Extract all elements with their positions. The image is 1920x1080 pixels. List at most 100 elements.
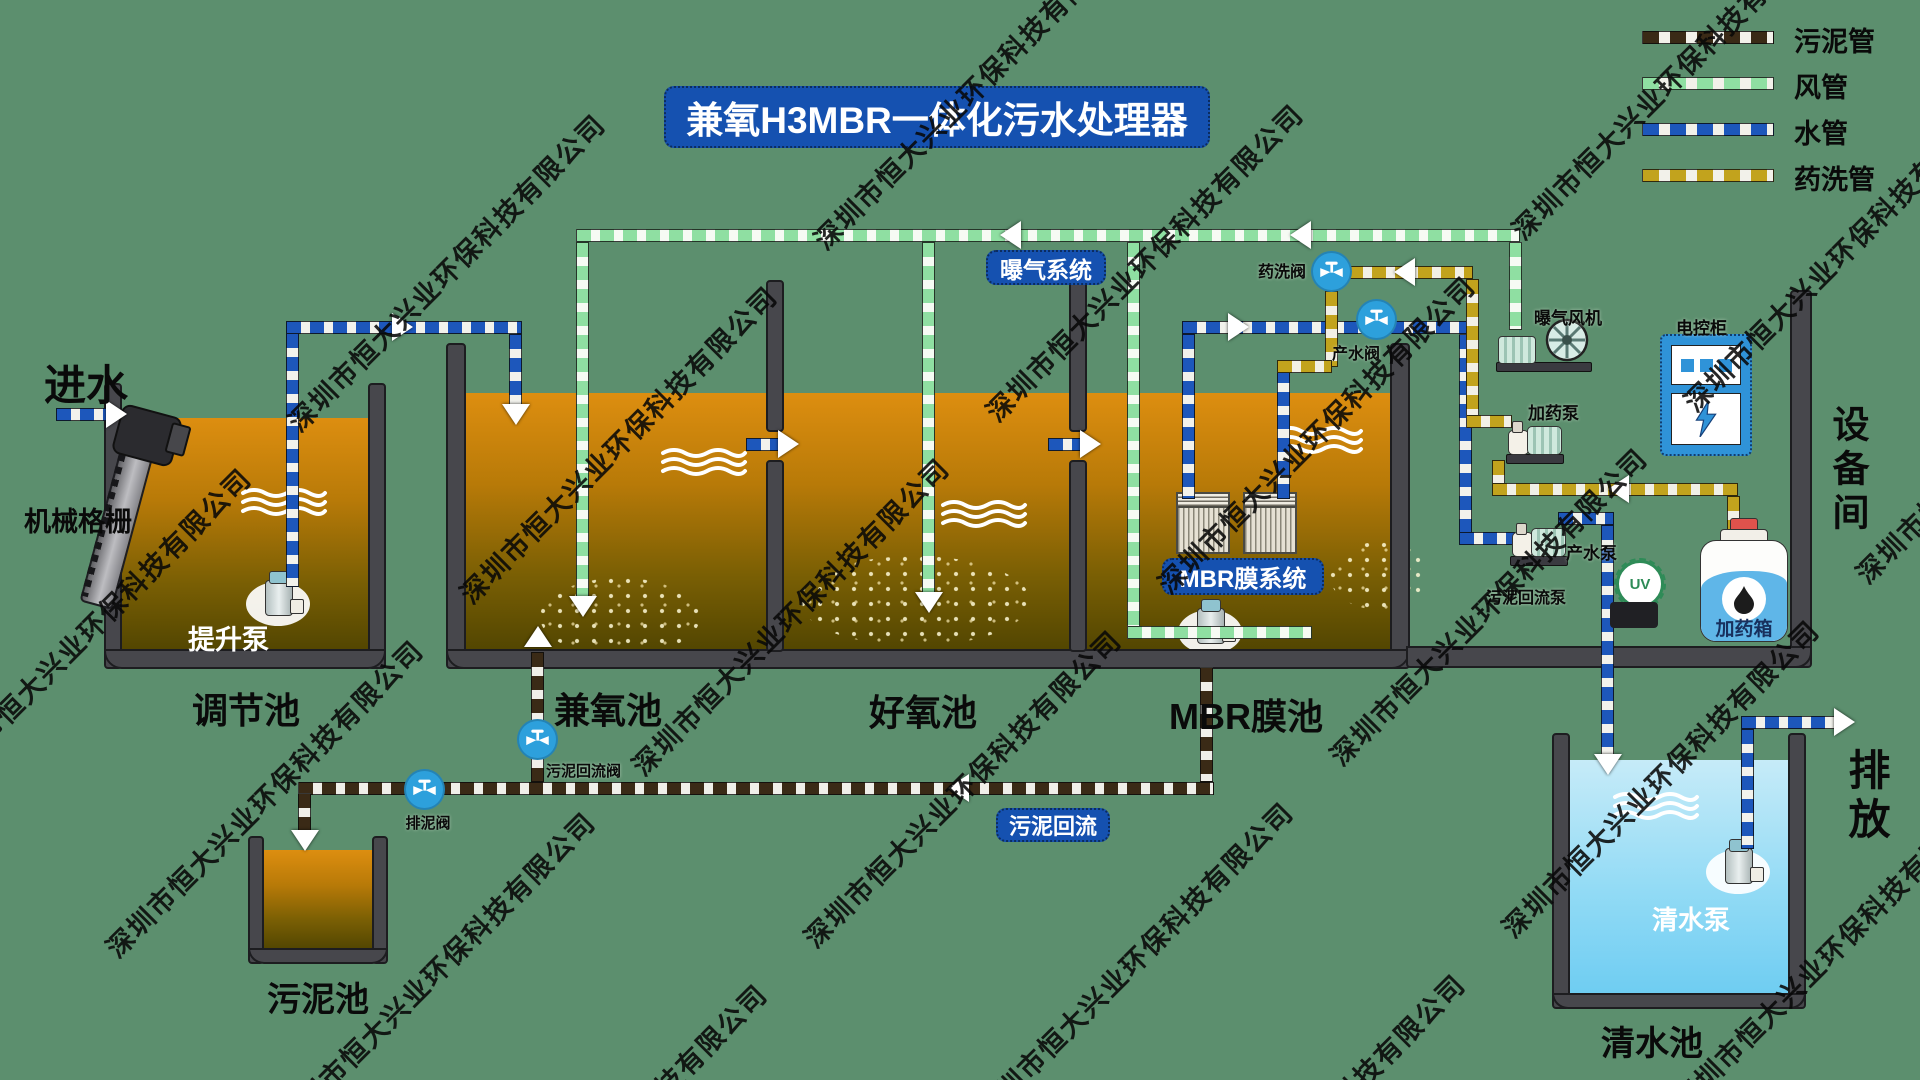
- waves-icon: [240, 488, 328, 527]
- waves-icon: [940, 500, 1028, 539]
- equipment-room-right-wall: [1790, 290, 1812, 668]
- sludge-tank-bottom: [248, 948, 388, 964]
- discharge-arrow-icon: [1834, 708, 1855, 736]
- watermark-text: 深圳市恒大兴业环保科技有限公司: [1138, 964, 1473, 1080]
- transfer-pipe-2: [1048, 438, 1084, 451]
- sludge-main-pipe: [298, 782, 1214, 795]
- uv-disinfector-icon: UV: [1614, 558, 1666, 610]
- chem-arrow-2-icon: [1608, 475, 1629, 503]
- transfer-arrow-2-icon: [1080, 430, 1101, 458]
- dosing-pump-inlet-pipe: [1466, 415, 1512, 428]
- air-mbr-bottom-pipe: [1127, 626, 1312, 639]
- chem-arrow-1-icon: [1394, 258, 1415, 286]
- air-main-pipe: [576, 229, 1520, 242]
- chem-wash-valve-icon: [1311, 251, 1352, 292]
- sludge-return-valve-icon: [517, 719, 558, 760]
- air-drop-mbr-pipe: [1127, 242, 1140, 632]
- sludge-return-valve-label: 污泥回流阀: [546, 763, 622, 780]
- regulation-tank-right-wall: [368, 383, 386, 669]
- product-arrow-icon: [1228, 313, 1249, 341]
- air-drop-aerobic-pipe: [922, 242, 935, 598]
- lift-pump-icon: [246, 568, 310, 626]
- membrane1-riser-pipe: [1182, 334, 1195, 499]
- legend-sludge-pipe-label: 污泥管: [1794, 27, 1875, 57]
- blower-riser-pipe: [1509, 242, 1522, 330]
- product-pump-label: 产水泵: [1566, 544, 1617, 563]
- dosing-pump-icon: [1506, 418, 1564, 464]
- waves-icon: [660, 448, 748, 487]
- main-tank-left-wall: [446, 343, 466, 669]
- air-drop-facultative-arrow-icon: [569, 596, 597, 617]
- mbr-membrane-module-2: [1243, 492, 1297, 554]
- membrane2-riser-pipe: [1277, 368, 1290, 499]
- clean-tank-bottom: [1552, 993, 1806, 1009]
- waves-icon: [1276, 426, 1364, 465]
- dosing-tank-icon: [1700, 518, 1788, 642]
- mbr-membrane-module-1: [1176, 492, 1230, 554]
- divider-aerobic-mbr-lower: [1069, 460, 1087, 652]
- transfer-pipe-1: [746, 438, 782, 451]
- regulation-tank-label: 调节池: [191, 690, 301, 731]
- air-arrow-2-icon: [1290, 221, 1311, 249]
- sludge-return-arrow-icon: [524, 626, 552, 647]
- sludge-tank-left-wall: [248, 836, 264, 964]
- diagram-title: 兼氧H3MBR一体化污水处理器: [664, 86, 1210, 148]
- dosing-pump-label: 加药泵: [1528, 404, 1579, 423]
- legend-air-pipe-label: 风管: [1794, 73, 1848, 103]
- clean-tank-left-wall: [1552, 733, 1570, 1009]
- equipment-room-label: 设备间: [1827, 405, 1868, 537]
- influent-arrow-icon: [106, 400, 127, 428]
- discharge-pipe: [1741, 716, 1841, 729]
- clean-pump-riser-pipe: [1741, 729, 1754, 849]
- feed-drop-pipe: [509, 334, 522, 412]
- mechanical-screen-label: 机械格栅: [24, 507, 132, 537]
- sludge-return-badge: 污泥回流: [996, 808, 1110, 842]
- dosing-tank-label: 加药箱: [1715, 619, 1773, 640]
- mbr-system-badge: MBR膜系统: [1162, 558, 1324, 595]
- product-pump-inlet-pipe: [1459, 532, 1515, 545]
- aeration-blower-icon: [1496, 318, 1592, 372]
- facultative-tank-label: 兼氧池: [553, 690, 663, 731]
- main-tank-right-wall: [1390, 343, 1410, 669]
- lift-pump-label: 提升泵: [188, 625, 269, 655]
- discharge-label: 排放: [1843, 748, 1890, 846]
- sludge-return-riser-pipe: [531, 652, 544, 782]
- chem-link-pipe: [1277, 360, 1332, 373]
- uv-unit-icon: [1610, 602, 1658, 628]
- sludge-return-submersible-pump-icon: [1178, 596, 1242, 654]
- mbr-tank-label: MBR膜池: [1169, 696, 1323, 737]
- product-pump-outlet-pipe: [1558, 512, 1614, 525]
- product-valve-label: 产水阀: [1332, 346, 1381, 363]
- product-pump-icon: [1510, 520, 1568, 566]
- legend-water-pipe-swatch: [1642, 123, 1774, 136]
- transfer-arrow-1-icon: [778, 430, 799, 458]
- legend-sludge-pipe-swatch: [1642, 31, 1774, 44]
- aeration-bubbles: [540, 578, 700, 656]
- air-arrow-1-icon: [1000, 221, 1021, 249]
- clean-feed-arrow-icon: [1594, 754, 1622, 775]
- sludge-drain-valve-icon: [404, 769, 445, 810]
- sludge-tank-content: [264, 850, 372, 950]
- watermark-text: 深圳市恒大兴业环保科技有限公司: [440, 974, 775, 1080]
- chem-wash-valve-label: 药洗阀: [1258, 264, 1307, 281]
- divider-facultative-aerobic-lower: [766, 460, 784, 652]
- sludge-return-pump-label: 污泥回流泵: [1486, 590, 1567, 607]
- sludge-tank-right-wall: [372, 836, 388, 964]
- control-cabinet-label: 电控柜: [1676, 319, 1727, 338]
- air-drop-facultative-pipe: [576, 242, 589, 602]
- control-cabinet-icon: [1660, 334, 1752, 456]
- sludge-tank-arrow-icon: [291, 830, 319, 851]
- aeration-bubbles: [1330, 542, 1430, 610]
- legend-chem-pipe-swatch: [1642, 169, 1774, 182]
- aeration-system-badge: 曝气系统: [986, 250, 1106, 285]
- clean-tank-label: 清水池: [1601, 1025, 1703, 1063]
- legend-chem-pipe-label: 药洗管: [1794, 165, 1875, 195]
- influent-label: 进水: [44, 362, 129, 409]
- feed-arrow-icon: [392, 313, 413, 341]
- divider-facultative-aerobic-upper: [766, 280, 784, 432]
- legend-air-pipe-swatch: [1642, 77, 1774, 90]
- product-valve-icon: [1356, 299, 1397, 340]
- clean-pump-icon: [1706, 836, 1770, 894]
- air-drop-aerobic-arrow-icon: [915, 592, 943, 613]
